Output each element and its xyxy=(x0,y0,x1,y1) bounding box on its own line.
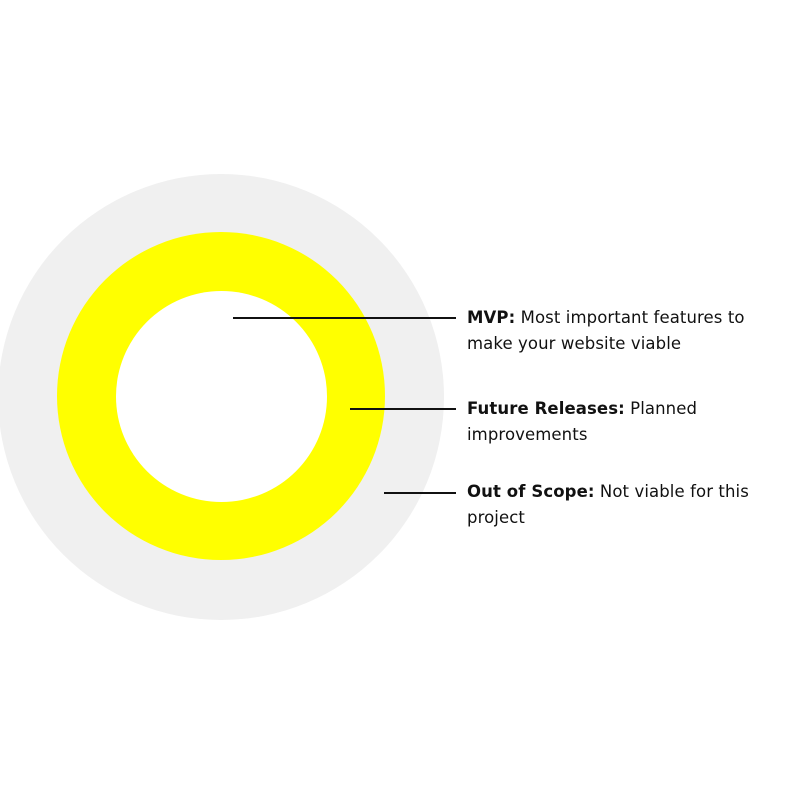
mvp-core-circle xyxy=(116,291,327,502)
mvp-description: Most important features to make your web… xyxy=(467,308,745,353)
mvp-label: MVP: Most important features to make you… xyxy=(467,305,767,357)
future-releases-leader-line xyxy=(350,408,456,410)
mvp-term: MVP: xyxy=(467,308,516,327)
out-of-scope-label: Out of Scope: Not viable for this projec… xyxy=(467,479,767,531)
future-releases-description: Planned improvements xyxy=(467,399,698,444)
out-of-scope-description: Not viable for this project xyxy=(467,482,749,527)
future-releases-term: Future Releases: xyxy=(467,399,625,418)
mvp-leader-line xyxy=(233,317,456,319)
future-releases-label: Future Releases: Planned improvements xyxy=(467,396,767,448)
out-of-scope-term: Out of Scope: xyxy=(467,482,595,501)
out-of-scope-leader-line xyxy=(384,492,456,494)
